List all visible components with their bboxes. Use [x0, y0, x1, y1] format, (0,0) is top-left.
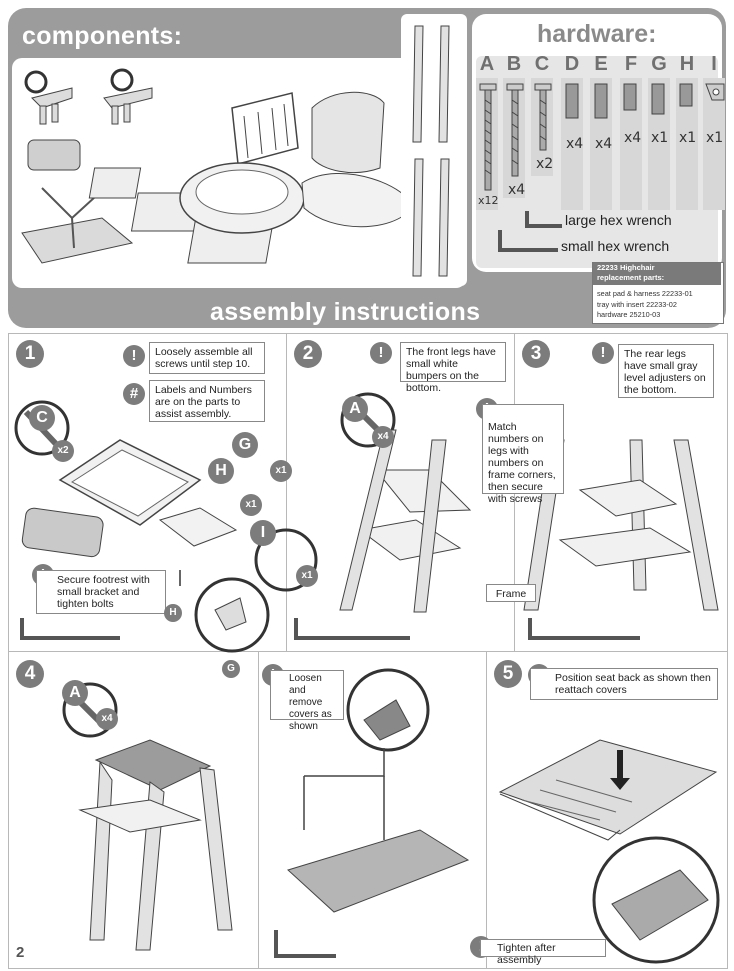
large-wrench-label: large hex wrench: [562, 212, 675, 228]
part-column: [620, 78, 642, 210]
legs-illustration: [412, 25, 450, 277]
right-badge-circle: [24, 70, 48, 94]
hash-icon: #: [123, 383, 145, 405]
part-qty-badge: x1: [296, 565, 318, 587]
replacement-line: tray with insert 22233-02: [597, 299, 677, 309]
components-title: components:: [22, 22, 183, 50]
part-qty: x1: [706, 130, 724, 146]
part-badge-g: G: [232, 432, 258, 458]
part-letter: D: [564, 53, 580, 75]
part-qty: x1: [651, 130, 669, 146]
part-qty-badge: x1: [240, 494, 262, 516]
part-qty: x4: [595, 136, 613, 152]
step-5-note-tighten: Tighten after assembly: [480, 939, 606, 966]
part-badge-i: I: [250, 520, 276, 546]
replacement-line: seat pad & harness 22233-01: [597, 289, 693, 298]
part-letter: E: [594, 53, 608, 75]
part-badge-a: A: [342, 396, 368, 422]
step-2-note-bumpers: The front legs have small white bumpers …: [400, 342, 506, 394]
replacement-heading-line1: 22233 Highchair: [597, 263, 655, 272]
page-number: 2: [16, 944, 25, 961]
legs-panel: [401, 14, 467, 286]
replacement-parts-list: seat pad & harness 22233-01 tray with in…: [597, 289, 719, 321]
assembly-instructions-title: assembly instructions: [210, 298, 481, 326]
part-letter: G: [651, 53, 667, 75]
part-badge-a: A: [62, 680, 88, 706]
components-illustration: [21, 68, 413, 264]
detail-badge-h: H: [164, 604, 182, 622]
part-badge-h: H: [208, 458, 234, 484]
frame-label: Frame: [486, 584, 536, 602]
part-badge-c: C: [29, 405, 55, 431]
step-number: 3: [522, 340, 550, 368]
step-1-note-screws: Loosely assemble all screws until step 1…: [149, 342, 265, 374]
part-letter: I: [711, 53, 717, 75]
step-number: 1: [16, 340, 44, 368]
part-qty-badge: x2: [52, 440, 74, 462]
part-letter: C: [534, 53, 550, 75]
step-number: 5: [494, 660, 522, 688]
part-qty: x4: [566, 136, 584, 152]
warning-icon: !: [592, 342, 614, 364]
part-qty-badge: x4: [96, 708, 118, 730]
part-qty: x12: [478, 194, 499, 207]
step-number: 4: [16, 660, 44, 688]
step-1-note-footrest: Secure footrest with small bracket and t…: [36, 570, 166, 614]
part-letter: B: [506, 53, 522, 75]
warning-icon: !: [370, 342, 392, 364]
step-2-note-match: Match numbers on legs with numbers on fr…: [482, 404, 564, 505]
replacement-parts-heading: 22233 Highchair replacement parts:: [593, 263, 721, 285]
warning-icon: !: [123, 345, 145, 367]
part-qty: x4: [624, 130, 642, 146]
small-wrench-label: small hex wrench: [558, 238, 673, 254]
step-4b-note-covers: Loosen and remove covers as shown: [270, 670, 344, 732]
part-column: [703, 78, 725, 210]
part-qty-badge: x1: [270, 460, 292, 482]
step-1-note-labels: Labels and Numbers are on the parts to a…: [149, 380, 265, 422]
step-number: 2: [294, 340, 322, 368]
part-qty: x1: [679, 130, 697, 146]
part-qty: x2: [536, 156, 554, 172]
part-qty: x4: [508, 182, 526, 198]
part-column: [676, 78, 698, 210]
detail-badge-g: G: [222, 660, 240, 678]
hardware-title: hardware:: [537, 20, 657, 48]
step-5-note-seat-back: Position seat back as shown then reattac…: [530, 668, 718, 700]
part-letter: H: [679, 53, 695, 75]
left-badge-circle: [110, 68, 134, 92]
replacement-line: hardware 25210-03: [597, 310, 661, 319]
part-letter: A: [479, 53, 495, 75]
part-letter: F: [624, 53, 638, 75]
components-panel: [12, 58, 466, 288]
step-3-note-adjusters: The rear legs have small gray level adju…: [618, 344, 714, 398]
replacement-heading-line2: replacement parts:: [597, 273, 665, 282]
part-qty-badge: x4: [372, 426, 394, 448]
